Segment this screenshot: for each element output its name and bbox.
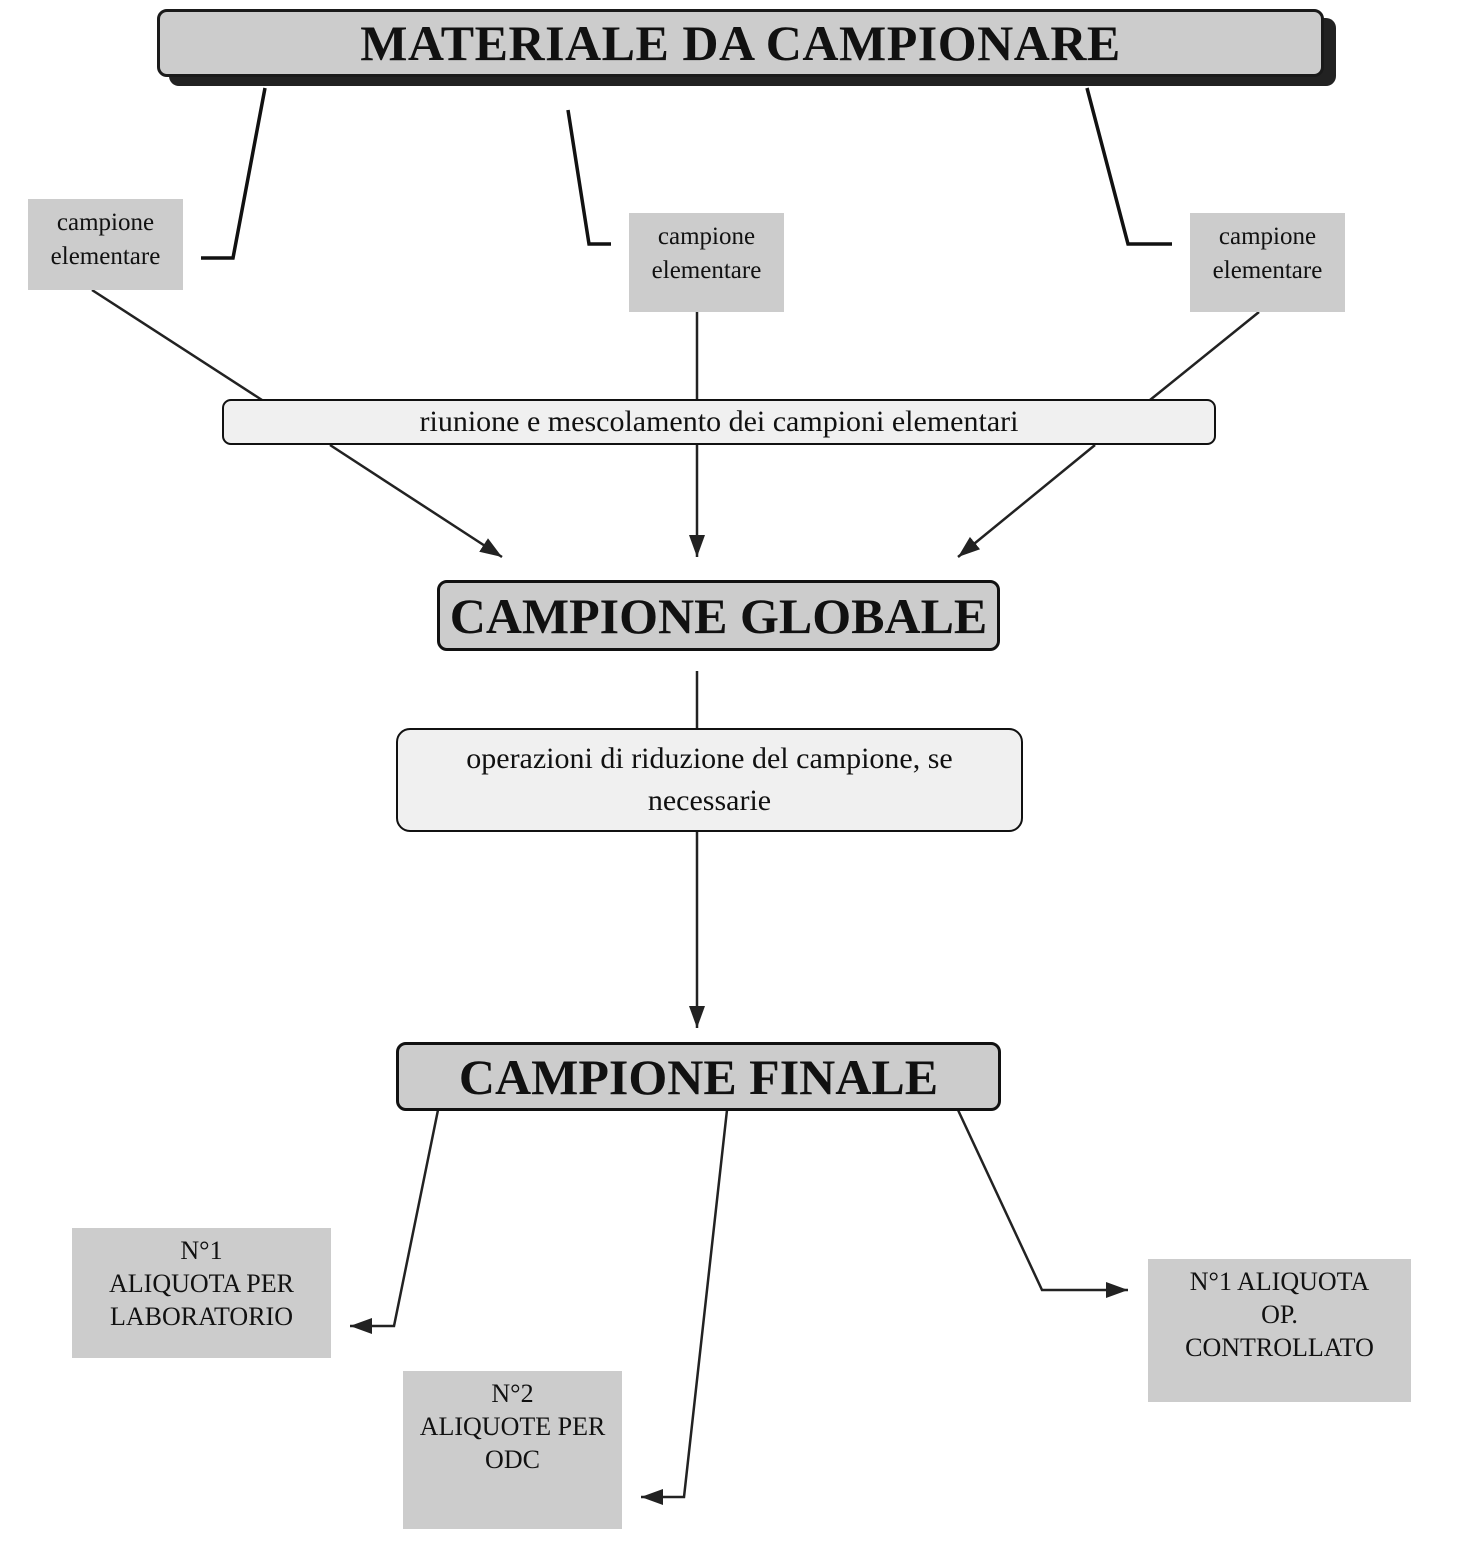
mixing-step-text: riunione e mescolamento dei campioni ele…	[419, 405, 1019, 438]
sample-line1: campione	[1218, 223, 1317, 250]
arrow-final-to-aliquot-lab	[350, 1109, 440, 1334]
aliquot-box-laboratory: N°1 ALIQUOTA PER LABORATORIO	[72, 1228, 331, 1358]
title-box: MATERIALE DA CAMPIONARE	[157, 9, 1324, 77]
arrow-final-to-aliquot-odc	[641, 1109, 729, 1505]
title-text: MATERIALE DA CAMPIONARE	[360, 15, 1121, 71]
reduction-step-box: operazioni di riduzione del campione, se…	[396, 728, 1023, 832]
aliquot-box-odc: N°2 ALIQUOTE PER ODC	[403, 1371, 622, 1529]
connector-title-to-sample-1	[201, 87, 267, 260]
final-sample-box: CAMPIONE FINALE	[396, 1042, 1001, 1111]
aliquot-line2: OP.	[1261, 1300, 1298, 1329]
elementary-sample-box-3: campione elementare	[1190, 213, 1345, 312]
sample-line1: campione	[657, 223, 756, 250]
final-sample-text: CAMPIONE FINALE	[458, 1048, 939, 1105]
arrow-mixing-to-global-left	[329, 443, 503, 559]
connector-sample-1-to-mixing	[91, 288, 263, 402]
connector-sample-3-to-mixing	[1149, 311, 1260, 401]
mixing-step-box: riunione e mescolamento dei campioni ele…	[222, 399, 1216, 445]
aliquot-line2: ALIQUOTA PER	[109, 1269, 294, 1298]
reduction-line1: operazioni di riduzione del campione, se	[466, 742, 953, 775]
aliquot-line1: N°2	[491, 1379, 534, 1408]
elementary-sample-box-1: campione elementare	[28, 199, 183, 290]
arrow-mixing-to-global-right	[957, 444, 1096, 558]
sample-line2: elementare	[651, 257, 762, 284]
aliquot-line1: N°1	[180, 1236, 223, 1265]
connector-title-to-sample-2	[566, 109, 611, 246]
global-sample-box: CAMPIONE GLOBALE	[437, 580, 1000, 651]
aliquot-line1: N°1 ALIQUOTA	[1189, 1267, 1370, 1296]
reduction-line2: necessarie	[647, 784, 772, 817]
sample-line2: elementare	[50, 243, 161, 270]
aliquot-line3: LABORATORIO	[110, 1302, 293, 1331]
aliquot-box-operator: N°1 ALIQUOTA OP. CONTROLLATO	[1148, 1259, 1411, 1402]
global-sample-text: CAMPIONE GLOBALE	[449, 587, 988, 644]
sample-line2: elementare	[1212, 257, 1323, 284]
connector-title-to-sample-3	[1085, 87, 1172, 246]
elementary-sample-box-2: campione elementare	[629, 213, 784, 312]
aliquot-line3: CONTROLLATO	[1185, 1333, 1374, 1362]
arrow-final-to-aliquot-operator	[956, 1109, 1128, 1298]
aliquot-line3: ODC	[485, 1445, 540, 1474]
sample-line1: campione	[56, 209, 155, 236]
aliquot-line2: ALIQUOTE PER	[419, 1412, 606, 1441]
